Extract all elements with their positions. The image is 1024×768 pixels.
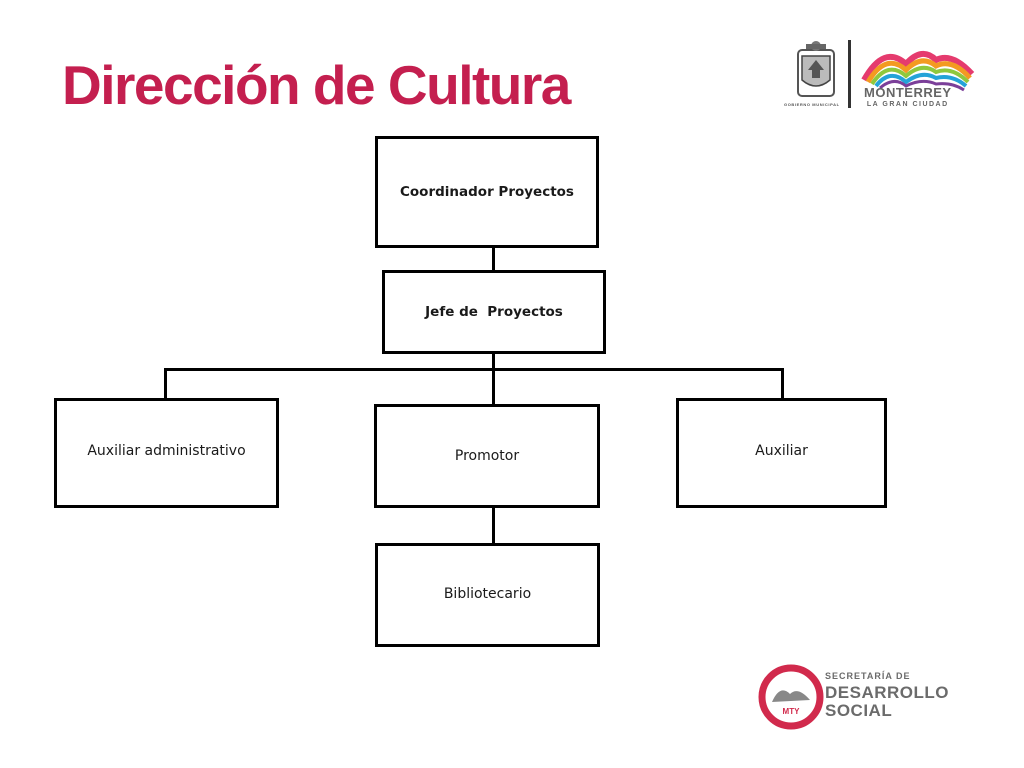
monterrey-wordmark: MONTERREY LA GRAN CIUDAD bbox=[864, 86, 952, 108]
monterrey-logo bbox=[797, 40, 975, 108]
connector-jefe-bus bbox=[492, 352, 495, 371]
box-label: Jefe de Proyectos bbox=[425, 304, 563, 320]
box-label: Promotor bbox=[454, 448, 520, 464]
gobierno-municipal-label: GOBIERNO MUNICIPAL bbox=[784, 102, 840, 107]
monterrey-label: MONTERREY bbox=[864, 85, 952, 100]
monterrey-tagline: LA GRAN CIUDAD bbox=[866, 101, 949, 108]
page-title: Dirección de Cultura bbox=[62, 54, 571, 116]
connector-promotor-bibliotecario bbox=[492, 506, 495, 545]
connector-coordinador-jefe bbox=[492, 246, 495, 272]
box-promotor: Promotor bbox=[374, 404, 600, 508]
mty-label: MTY bbox=[783, 707, 801, 716]
desarrollo-label: DESARROLLO bbox=[825, 683, 949, 702]
desarrollo-social-logo: MTY bbox=[758, 664, 824, 730]
box-jefe-de-proyectos: Jefe de Proyectos bbox=[382, 270, 606, 354]
social-label: SOCIAL bbox=[825, 701, 893, 720]
box-coordinador-proyectos: Coordinador Proyectos bbox=[375, 136, 599, 248]
secretaria-label: SECRETARÍA DE bbox=[825, 671, 911, 681]
desarrollo-social-wordmark: SECRETARÍA DE DESARROLLO SOCIAL bbox=[825, 671, 949, 720]
box-label: Coordinador Proyectos bbox=[400, 184, 574, 200]
connector-horizontal-bus bbox=[164, 368, 784, 371]
box-bibliotecario: Bibliotecario bbox=[375, 543, 600, 647]
box-auxiliar-administrativo: Auxiliar administrativo bbox=[54, 398, 279, 508]
connector-bus-auxiliar-admin bbox=[164, 368, 167, 400]
logo-ring-icon bbox=[758, 664, 824, 730]
mountain-rainbow-icon bbox=[861, 51, 975, 92]
box-label: Auxiliar bbox=[755, 443, 808, 459]
box-label: Auxiliar administrativo bbox=[87, 443, 246, 459]
box-auxiliar: Auxiliar bbox=[676, 398, 887, 508]
municipal-crest-icon bbox=[797, 41, 835, 97]
mountain-icon bbox=[772, 690, 810, 702]
connector-bus-promotor bbox=[492, 368, 495, 406]
connector-bus-auxiliar bbox=[781, 368, 784, 400]
box-label: Bibliotecario bbox=[443, 586, 532, 602]
